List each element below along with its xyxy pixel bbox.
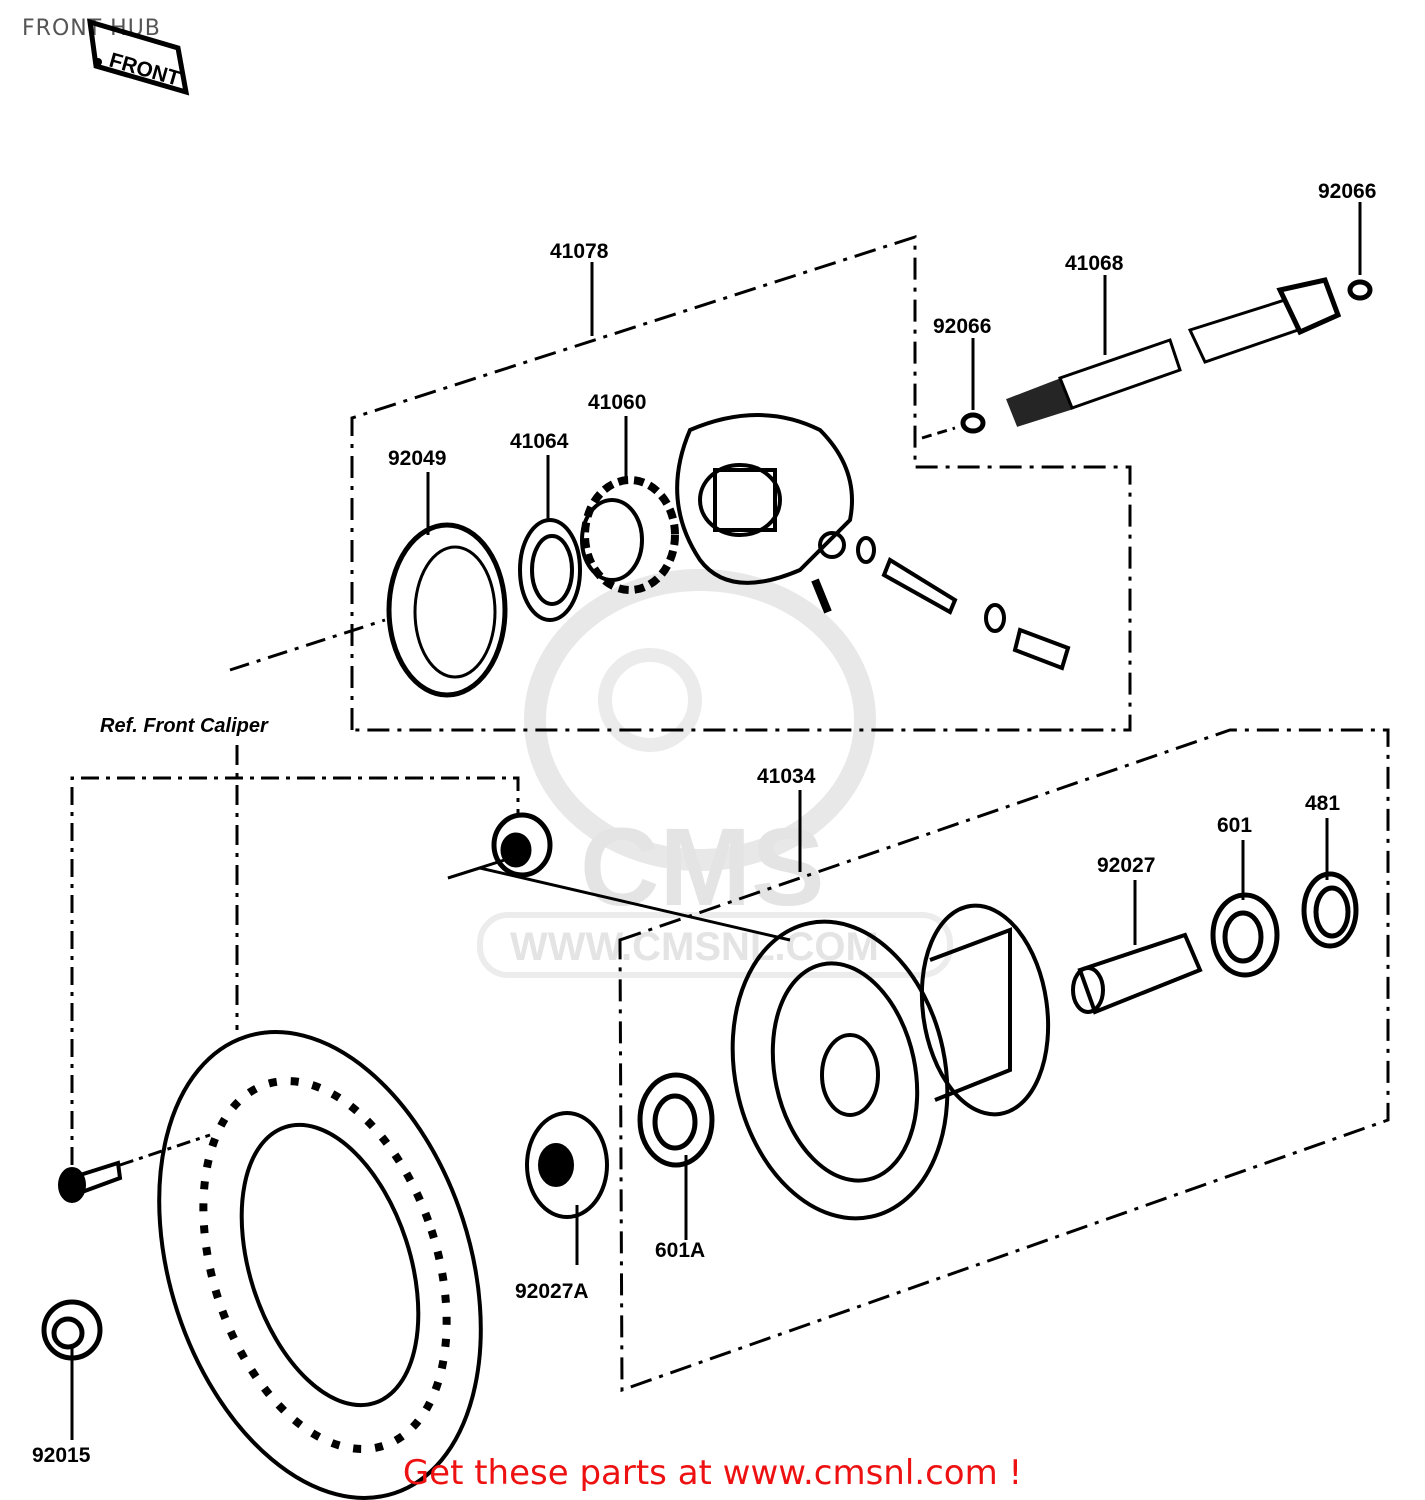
label-601: 601 bbox=[1217, 814, 1252, 837]
watermark-logo: CMS bbox=[580, 806, 824, 929]
seal-481 bbox=[1301, 871, 1359, 949]
label-41078: 41078 bbox=[550, 240, 609, 263]
axle-41068 bbox=[1006, 277, 1342, 427]
label-92027: 92027 bbox=[1097, 854, 1155, 877]
watermark-url: WWW.CMSNL.COM bbox=[510, 925, 879, 969]
caliper-bolt-nut bbox=[491, 812, 553, 878]
collar-92015 bbox=[41, 1299, 103, 1361]
bearing-601a bbox=[637, 1072, 715, 1168]
footer-link[interactable]: Get these parts at www.cmsnl.com ! bbox=[402, 1453, 1023, 1493]
label-41064: 41064 bbox=[510, 430, 569, 453]
label-41034: 41034 bbox=[757, 765, 816, 788]
label-92027a: 92027A bbox=[515, 1280, 589, 1303]
label-41068: 41068 bbox=[1065, 252, 1124, 275]
bearing-601 bbox=[1210, 892, 1280, 978]
assembly-box-41078 bbox=[350, 234, 1132, 732]
gear-housing bbox=[675, 413, 854, 614]
label-41060: 41060 bbox=[588, 391, 646, 414]
washer-92066-mid bbox=[960, 412, 986, 434]
label-92066-mid: 92066 bbox=[933, 315, 991, 338]
gear-41060 bbox=[580, 476, 679, 594]
label-92049: 92049 bbox=[388, 447, 446, 470]
spacer-92027 bbox=[1071, 932, 1203, 1015]
label-92015: 92015 bbox=[32, 1444, 91, 1467]
pin-and-spring bbox=[856, 536, 1071, 671]
washer-92066-top bbox=[1347, 279, 1373, 301]
label-481: 481 bbox=[1305, 792, 1340, 815]
washer-41064 bbox=[518, 518, 582, 622]
watermark: CMS WWW.CMSNL.COM bbox=[477, 569, 953, 978]
spacer-92027a bbox=[525, 1111, 609, 1219]
front-direction-badge: FRONT bbox=[87, 18, 190, 96]
label-ref-front-caliper: Ref. Front Caliper bbox=[100, 715, 269, 737]
part-labels: 41078 92066 41068 92066 41060 41064 9204… bbox=[32, 180, 1376, 1467]
front-badge-text: FRONT bbox=[107, 49, 183, 91]
brake-disc bbox=[157, 1030, 483, 1500]
seal-92049 bbox=[386, 522, 508, 698]
disc-bolt bbox=[58, 1160, 123, 1203]
label-92066-top: 92066 bbox=[1318, 180, 1376, 203]
leader-lines bbox=[70, 202, 1362, 1440]
hub-41034 bbox=[730, 903, 1051, 1221]
label-601a: 601A bbox=[655, 1239, 705, 1262]
assembly-box-41034 bbox=[618, 728, 1390, 1393]
